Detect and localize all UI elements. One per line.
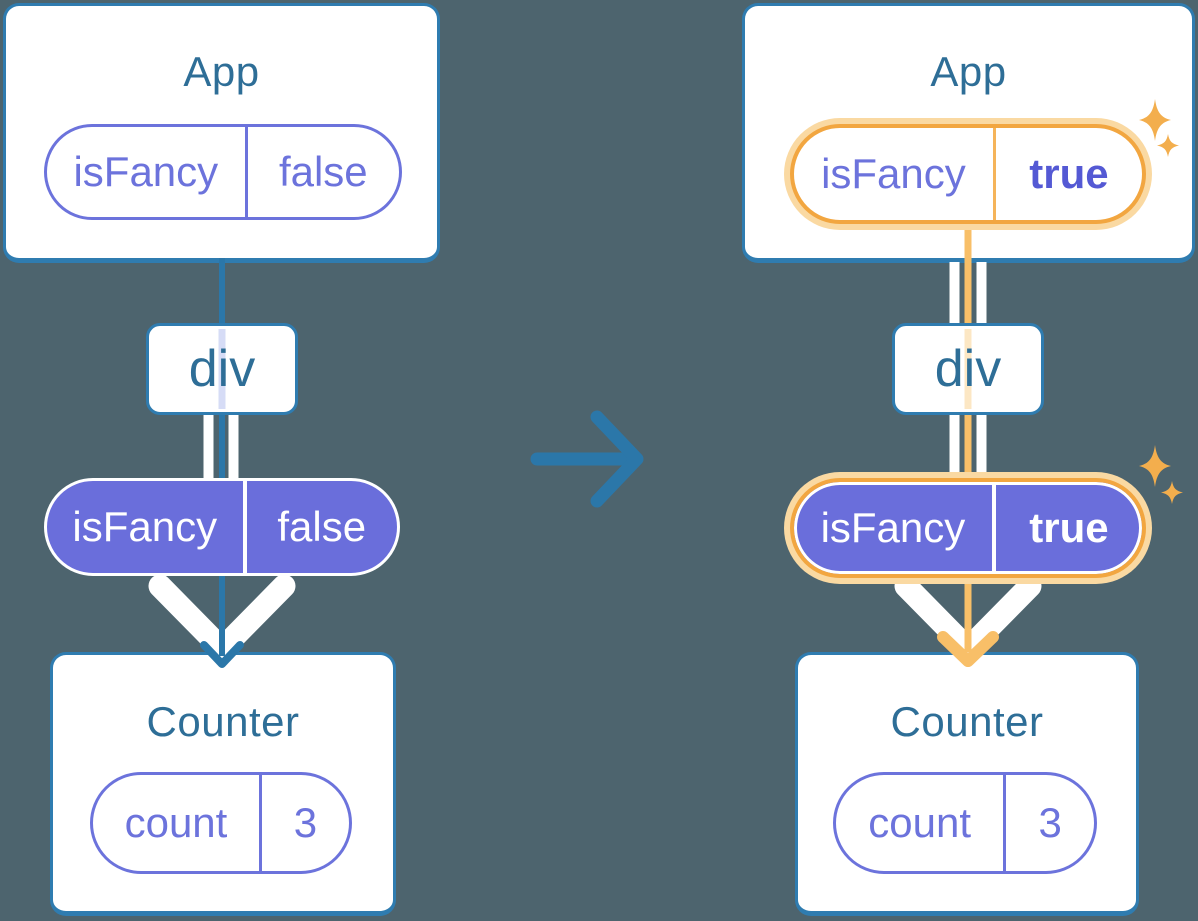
before-app-prop-pill: isFancy false [44,124,402,220]
after-passed-prop-pill: isFancy true [790,478,1146,578]
sparkle-icon [1139,445,1171,487]
prop-value: true [1029,150,1109,197]
prop-value: false [277,503,367,550]
state-name: count [93,775,262,871]
sparkle-icon [1157,134,1179,157]
after-connectors [894,230,1042,667]
after-div-box: div [892,323,1044,415]
state-value: 3 [1038,799,1062,846]
after-big-arrowhead [894,574,1042,661]
after-counter-title: Counter [890,698,1044,745]
sparkle-icon [1139,99,1171,141]
state-value: 3 [293,799,318,846]
prop-name: isFancy [794,482,996,574]
before-app-title: App [183,48,260,95]
before-big-arrowhead [148,574,296,661]
prop-name: isFancy [47,127,248,217]
after-counter-state-pill: count 3 [833,772,1097,874]
after-div-label: div [934,340,1002,398]
before-counter-state-pill: count 3 [90,772,352,874]
after-app-prop-pill: isFancy true [790,124,1146,224]
before-counter-title: Counter [146,698,300,745]
after-app-title: App [930,48,1007,95]
before-div-label: div [188,340,256,398]
state-name: count [836,775,1007,871]
prop-value: true [1029,504,1109,551]
before-passed-prop-pill: isFancy false [44,478,400,576]
before-div-box: div [146,323,298,415]
prop-name: isFancy [47,481,247,573]
before-connectors [148,258,296,668]
sparkle-icon [1161,481,1183,504]
prop-name: isFancy [794,128,996,220]
arrow-right-icon [530,410,644,508]
prop-value: false [278,148,368,195]
